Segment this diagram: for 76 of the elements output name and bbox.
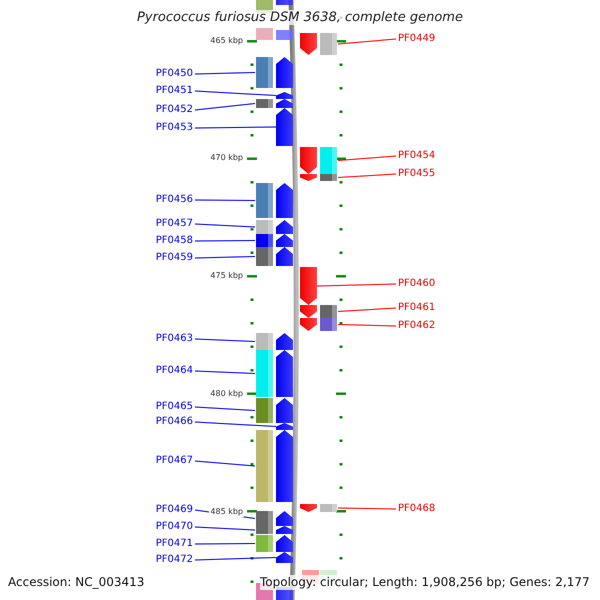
gene-label: PF0450 (156, 68, 193, 80)
leader-line (338, 174, 396, 178)
gene-feature (255, 333, 293, 350)
leader-line (194, 256, 256, 258)
gene-feature (255, 535, 293, 552)
genome-info-text: Topology: circular; Length: 1,908,256 bp; Genes: 2,177 (260, 575, 590, 590)
gene-label: PF0459 (156, 252, 193, 264)
diagram-title: Pyrococcus furiosus DSM 3638, complete genome (135, 10, 465, 25)
leader-line (194, 126, 276, 128)
leader-line (194, 460, 256, 466)
gene-label: PF0464 (156, 365, 193, 377)
gene-label: PF0453 (156, 122, 193, 134)
gene-label: PF0456 (156, 194, 193, 206)
leader-line (194, 72, 256, 74)
gene-feature (255, 430, 293, 502)
leader-line (194, 240, 256, 242)
gene-feature (276, 92, 293, 99)
gene-label: PF0451 (156, 85, 193, 97)
accession-text: Accession: NC_003413 (8, 575, 144, 590)
gene-label: PF0471 (156, 538, 193, 550)
scale-label: 480 kbp (209, 389, 244, 399)
leader-line (194, 406, 256, 411)
gene-label: PF0461 (398, 302, 436, 314)
leader-line (338, 324, 396, 326)
leader-line (338, 38, 396, 44)
gene-label: PF0452 (156, 104, 193, 116)
gene-feature (255, 350, 293, 397)
leader-line (194, 370, 256, 374)
gene-feature (300, 305, 338, 318)
gene-label: PF0449 (398, 33, 436, 45)
gene-label: PF0470 (156, 521, 193, 533)
leader-line (194, 103, 256, 110)
scale-label: 470 kbp (209, 153, 244, 163)
gene-feature (255, 183, 293, 218)
leader-line (194, 543, 256, 544)
gene-label: PF0455 (398, 168, 436, 180)
gene-feature (255, 398, 293, 423)
gene-feature (300, 147, 338, 174)
leader-line (194, 224, 256, 228)
scale-label: 475 kbp (209, 271, 244, 281)
leader-line (316, 284, 396, 286)
leader-line (194, 200, 256, 201)
leader-line (338, 508, 396, 510)
scale-label: 485 kbp (209, 507, 244, 517)
gene-feature (255, 57, 293, 88)
gene-label: PF0460 (398, 278, 436, 290)
gene-label: PF0457 (156, 218, 193, 230)
gene-label: PF0458 (156, 235, 193, 247)
gene-feature (300, 174, 338, 181)
gene-feature (255, 247, 293, 266)
leader-line (194, 557, 276, 560)
gene-feature (255, 526, 293, 534)
leader-line (338, 308, 396, 312)
gene-feature (300, 504, 338, 512)
gene-feature (300, 318, 338, 331)
gene-feature (255, 99, 293, 108)
gene-label: PF0466 (156, 416, 193, 428)
leader-line (194, 338, 256, 342)
gene-label: PF0465 (156, 401, 193, 413)
gene-label: PF0468 (398, 503, 436, 515)
leader-line (338, 156, 396, 161)
gene-feature (300, 33, 338, 55)
gene-label: PF0454 (398, 150, 436, 162)
gene-label: PF0472 (156, 554, 193, 566)
gene-feature (255, 220, 293, 234)
scale-label: 465 kbp (209, 36, 244, 46)
gene-label: PF0463 (156, 333, 193, 345)
gene-feature (255, 511, 293, 526)
gene-feature (276, 552, 293, 563)
leader-line (194, 422, 276, 427)
leader-line (194, 526, 256, 530)
gene-label: PF0469 (156, 504, 193, 516)
gene-label: PF0467 (156, 455, 193, 467)
leader-line (194, 90, 276, 96)
gene-label: PF0462 (398, 320, 436, 332)
gene-feature (255, 234, 293, 247)
